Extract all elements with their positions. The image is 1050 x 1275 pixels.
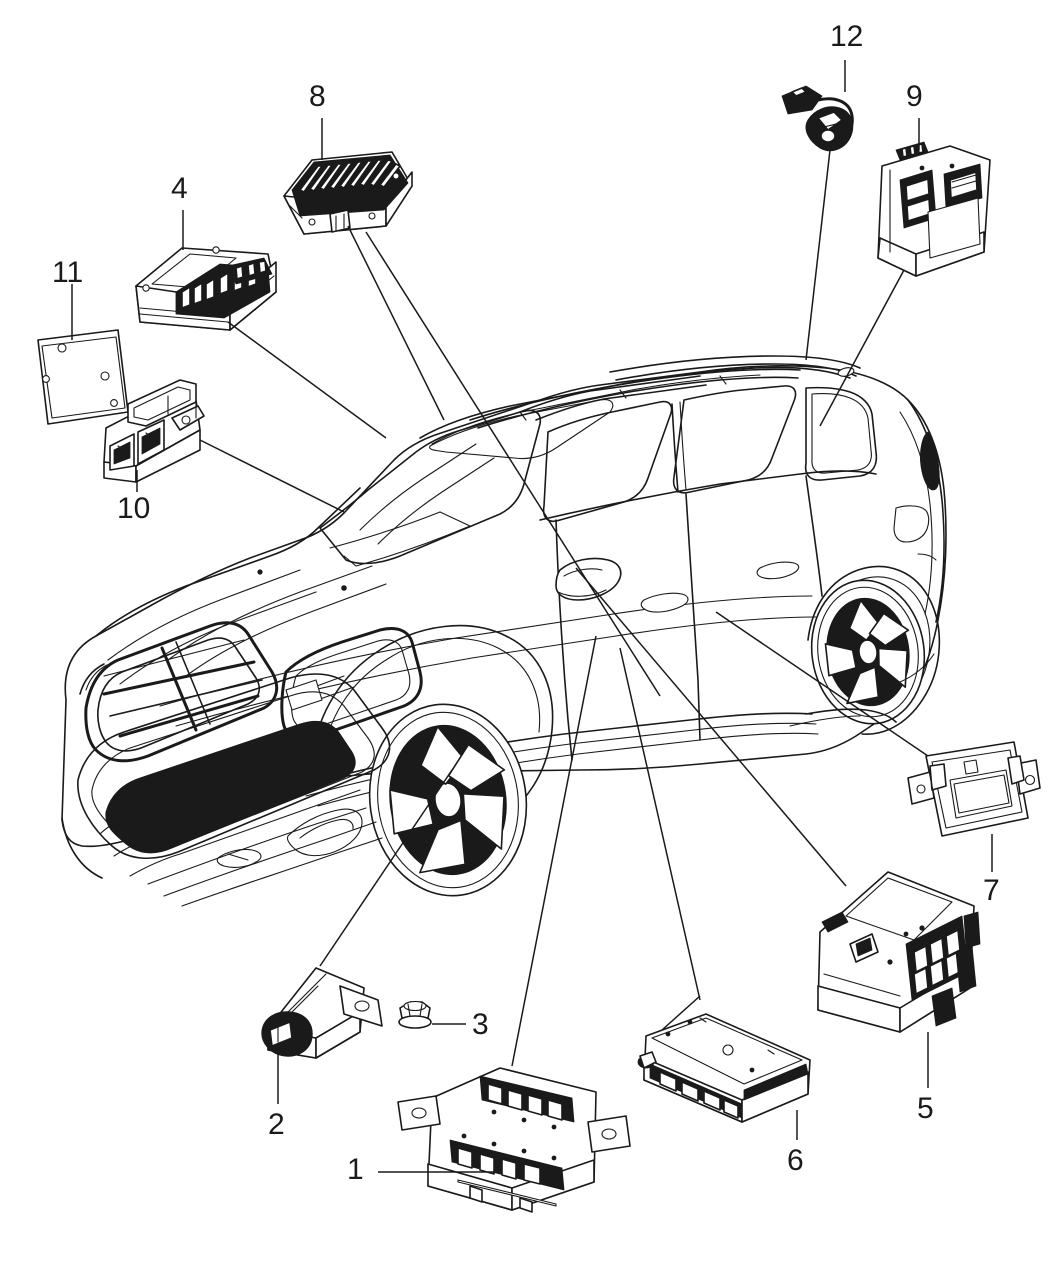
part-7-module	[907, 741, 1041, 837]
callout-label-6: 6	[787, 1144, 804, 1177]
callout-label-3: 3	[472, 1008, 489, 1041]
callout-label-12: 12	[830, 20, 864, 53]
part-8-amplifier	[283, 151, 413, 235]
callout-label-2: 2	[268, 1108, 285, 1141]
rear-wheel	[810, 579, 926, 725]
callout-label-11: 11	[52, 256, 84, 289]
leader-lines	[71, 60, 993, 1173]
callout-label-4: 4	[171, 172, 188, 205]
front-wheel	[368, 703, 528, 897]
callout-label-1: 1	[347, 1153, 364, 1186]
callout-label-10: 10	[117, 492, 151, 525]
part-10-module	[103, 379, 205, 483]
part-3-nut	[398, 1000, 432, 1029]
callout-label-5: 5	[917, 1092, 934, 1125]
part-5-power-center	[817, 871, 981, 1033]
callout-label-8: 8	[309, 80, 326, 113]
part-4-module	[135, 246, 277, 331]
callout-label-9: 9	[906, 80, 923, 113]
vehicle-illustration	[61, 355, 947, 907]
part-6-radio-module	[637, 1013, 811, 1123]
part-11-cover-plate	[37, 329, 129, 425]
part-12-sensor-cable	[781, 85, 854, 152]
callout-label-7: 7	[983, 874, 1000, 907]
part-1-module	[397, 1067, 631, 1213]
part-2-module	[261, 967, 383, 1059]
part-9-module	[877, 141, 991, 277]
